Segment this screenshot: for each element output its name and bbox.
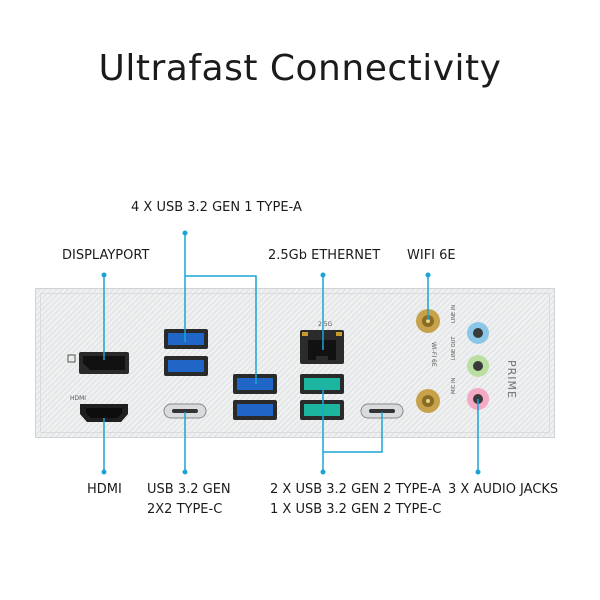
wifi-mark: WI-FI 6E <box>430 342 437 367</box>
line-in-mark: LINE IN <box>451 305 457 323</box>
usb-gen2-label-line2: 1 X USB 3.2 GEN 2 TYPE-C <box>270 502 442 517</box>
line-out-mark: LINE OUT <box>451 336 457 360</box>
ethernet-port: 2.5G <box>300 321 344 364</box>
callout-lines <box>101 230 481 475</box>
lan-speed-mark: 2.5G <box>318 321 333 328</box>
wifi-antenna-connectors: WI-FI 6E <box>416 309 440 413</box>
mic-in-mark: MIC IN <box>451 378 457 394</box>
usb-c-2x2-label-line1: USB 3.2 GEN <box>147 482 231 497</box>
audio-jacks: LINE IN LINE OUT MIC IN <box>451 305 489 410</box>
hdmi-port: HDMI <box>70 395 128 422</box>
hdmi-mark: HDMI <box>70 395 86 402</box>
usb-c-2x2-label-line2: 2X2 TYPE-C <box>147 502 223 517</box>
usb-gen1-middle-stack <box>233 374 277 420</box>
displayport-port <box>67 352 129 374</box>
usb-c-gen2-port <box>360 403 404 419</box>
usb-gen2-stack <box>300 374 344 420</box>
displayport-label: DISPLAYPORT <box>62 248 150 263</box>
wifi-label: WIFI 6E <box>407 248 456 263</box>
hdmi-label: HDMI <box>87 482 122 497</box>
usb-gen1-left-stack <box>164 329 208 376</box>
page-title: Ultrafast Connectivity <box>98 48 502 89</box>
usb-typea-gen1-label: 4 X USB 3.2 GEN 1 TYPE-A <box>131 200 302 215</box>
ethernet-label: 2.5Gb ETHERNET <box>268 248 381 263</box>
usb-gen2-label-line1: 2 X USB 3.2 GEN 2 TYPE-A <box>270 482 441 497</box>
usb-c-2x2-port <box>163 403 207 419</box>
io-shield-inner-border <box>40 293 550 433</box>
audio-jacks-label: 3 X AUDIO JACKS <box>448 482 559 497</box>
